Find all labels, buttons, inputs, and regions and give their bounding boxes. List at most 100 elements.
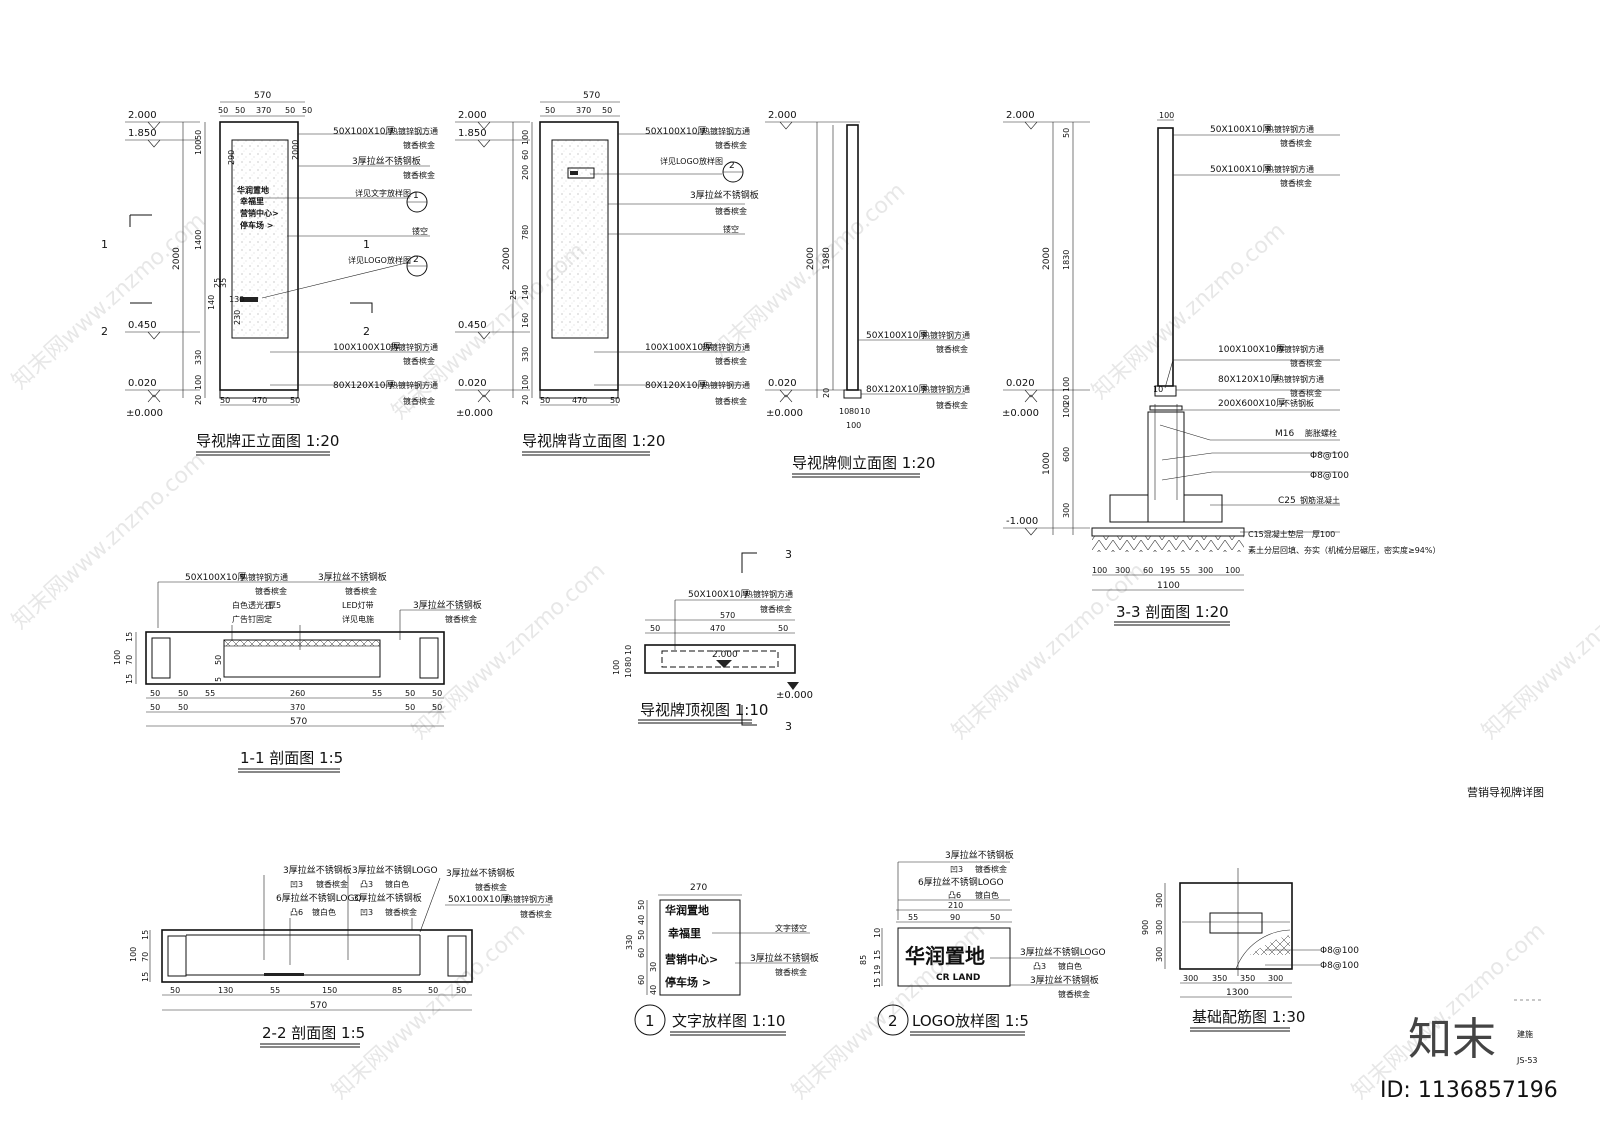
svg-text:100: 100 bbox=[521, 375, 530, 390]
svg-text:40: 40 bbox=[649, 985, 658, 995]
svg-text:15: 15 bbox=[873, 978, 882, 988]
section-3-3: 2.000 0.020 ±0.000 -1.000 2000 1000 50 1… bbox=[1002, 110, 1440, 626]
svg-text:3: 3 bbox=[785, 548, 792, 561]
svg-text:160: 160 bbox=[521, 313, 530, 328]
svg-text:镀香槟金: 镀香槟金 bbox=[1058, 989, 1090, 999]
svg-text:镀香槟金: 镀香槟金 bbox=[715, 396, 747, 406]
svg-text:50: 50 bbox=[170, 986, 180, 995]
svg-text:55: 55 bbox=[1180, 566, 1190, 575]
svg-text:2000: 2000 bbox=[806, 247, 816, 270]
svg-text:50: 50 bbox=[602, 106, 612, 115]
svg-text:50: 50 bbox=[285, 106, 295, 115]
svg-text:140: 140 bbox=[207, 295, 216, 310]
svg-text:10: 10 bbox=[860, 407, 870, 416]
svg-text:100X100X10厚: 100X100X10厚 bbox=[1218, 344, 1285, 355]
svg-text:25: 25 bbox=[213, 278, 222, 288]
svg-text:凸3: 凸3 bbox=[1033, 962, 1046, 971]
svg-text:50: 50 bbox=[545, 106, 555, 115]
svg-text:0.020: 0.020 bbox=[458, 378, 487, 389]
svg-text:2000: 2000 bbox=[291, 140, 300, 160]
svg-text:570: 570 bbox=[290, 717, 307, 727]
section-2-2-title: 2-2 剖面图 1:5 bbox=[262, 1024, 365, 1042]
svg-text:50: 50 bbox=[178, 689, 188, 698]
svg-text:幸福里: 幸福里 bbox=[240, 196, 264, 206]
svg-text:100: 100 bbox=[194, 375, 203, 390]
svg-text:详见LOGO放样图: 详见LOGO放样图 bbox=[660, 156, 723, 166]
svg-text:350: 350 bbox=[1212, 974, 1227, 983]
svg-text:100: 100 bbox=[1225, 566, 1240, 575]
svg-text:100: 100 bbox=[1092, 566, 1107, 575]
svg-text:50X100X10厚: 50X100X10厚 bbox=[1210, 164, 1271, 175]
svg-text:2: 2 bbox=[363, 325, 370, 338]
svg-text:不锈钢板: 不锈钢板 bbox=[1282, 398, 1314, 408]
svg-text:±0.000: ±0.000 bbox=[456, 408, 493, 419]
svg-text:130: 130 bbox=[229, 295, 244, 304]
svg-text:210: 210 bbox=[948, 901, 963, 910]
svg-text:热镀锌钢方通: 热镀锌钢方通 bbox=[390, 380, 438, 390]
svg-text:50X100X10厚: 50X100X10厚 bbox=[866, 330, 927, 341]
svg-text:镀香槟金: 镀香槟金 bbox=[403, 170, 435, 180]
foundation-title: 基础配筋图 1:30 bbox=[1192, 1008, 1305, 1026]
svg-text:350: 350 bbox=[1240, 974, 1255, 983]
svg-text:热镀锌钢方通: 热镀锌钢方通 bbox=[390, 126, 438, 136]
svg-text:80X120X10厚: 80X120X10厚 bbox=[645, 380, 706, 391]
back-title: 导视牌背立面图 1:20 bbox=[522, 432, 665, 450]
svg-text:60: 60 bbox=[637, 948, 646, 958]
svg-text:2.000: 2.000 bbox=[458, 110, 487, 121]
svg-text:80X120X10厚: 80X120X10厚 bbox=[1218, 374, 1279, 385]
svg-text:停车场 >: 停车场 > bbox=[665, 975, 711, 989]
svg-text:镂空: 镂空 bbox=[412, 226, 428, 236]
svg-text:热镀锌钢方通: 热镀锌钢方通 bbox=[922, 330, 970, 340]
svg-text:50: 50 bbox=[405, 689, 415, 698]
svg-text:1: 1 bbox=[101, 238, 108, 251]
svg-text:85: 85 bbox=[392, 986, 402, 995]
svg-text:热镀锌钢方通: 热镀锌钢方通 bbox=[745, 589, 793, 599]
svg-text:100: 100 bbox=[1062, 377, 1071, 392]
svg-text:10: 10 bbox=[839, 407, 849, 416]
front-elevation: 2.000 1.850 0.450 0.020 ±0.000 2000 50 1… bbox=[101, 91, 438, 456]
svg-text:镀白色: 镀白色 bbox=[975, 890, 999, 900]
svg-text:200: 200 bbox=[521, 165, 530, 180]
svg-text:100: 100 bbox=[129, 947, 138, 962]
svg-text:470: 470 bbox=[572, 396, 587, 405]
svg-text:6厚拉丝不锈钢LOGO: 6厚拉丝不锈钢LOGO bbox=[918, 876, 1004, 888]
svg-text:35: 35 bbox=[219, 278, 228, 288]
svg-text:1830: 1830 bbox=[1062, 250, 1071, 270]
svg-text:80X120X10厚: 80X120X10厚 bbox=[866, 384, 927, 395]
svg-text:1400: 1400 bbox=[194, 230, 203, 250]
svg-text:50: 50 bbox=[405, 703, 415, 712]
svg-text:0.450: 0.450 bbox=[458, 320, 487, 331]
svg-text:100: 100 bbox=[612, 660, 621, 675]
top-view-title: 导视牌顶视图 1:10 bbox=[640, 701, 768, 719]
svg-text:20: 20 bbox=[822, 388, 831, 398]
svg-text:20: 20 bbox=[521, 395, 530, 405]
svg-text:镀香槟金: 镀香槟金 bbox=[1280, 178, 1312, 188]
svg-text:镀香槟金: 镀香槟金 bbox=[445, 614, 477, 624]
svg-text:50: 50 bbox=[610, 396, 620, 405]
svg-text:100: 100 bbox=[194, 140, 203, 155]
svg-text:镂空: 镂空 bbox=[723, 224, 739, 234]
svg-text:50X100X10厚: 50X100X10厚 bbox=[1210, 124, 1271, 135]
svg-text:55: 55 bbox=[205, 689, 215, 698]
svg-text:镀香槟金: 镀香槟金 bbox=[385, 907, 417, 917]
svg-text:2: 2 bbox=[101, 325, 108, 338]
svg-text:±0.000: ±0.000 bbox=[126, 408, 163, 419]
back-elevation: 2.000 1.850 0.450 0.020 ±0.000 2000 100 … bbox=[455, 91, 759, 456]
svg-text:50: 50 bbox=[778, 624, 788, 633]
svg-text:370: 370 bbox=[290, 703, 305, 712]
svg-text:290: 290 bbox=[227, 150, 236, 165]
svg-text:50: 50 bbox=[650, 624, 660, 633]
svg-text:镀香槟金: 镀香槟金 bbox=[715, 206, 747, 216]
svg-text:570: 570 bbox=[583, 91, 600, 101]
svg-text:2000: 2000 bbox=[502, 247, 512, 270]
svg-text:C25: C25 bbox=[1278, 496, 1296, 506]
svg-text:白色透光石: 白色透光石 bbox=[232, 600, 272, 610]
svg-text:100: 100 bbox=[521, 130, 530, 145]
svg-text:镀香槟金: 镀香槟金 bbox=[403, 396, 435, 406]
svg-text:镀白色: 镀白色 bbox=[1058, 961, 1082, 971]
svg-text:85: 85 bbox=[859, 955, 868, 965]
svg-text:3厚拉丝不锈钢板: 3厚拉丝不锈钢板 bbox=[352, 155, 421, 167]
svg-text:LED灯带: LED灯带 bbox=[342, 600, 374, 610]
svg-text:100: 100 bbox=[1062, 403, 1071, 418]
svg-text:热镀锌钢方通: 热镀锌钢方通 bbox=[702, 342, 750, 352]
